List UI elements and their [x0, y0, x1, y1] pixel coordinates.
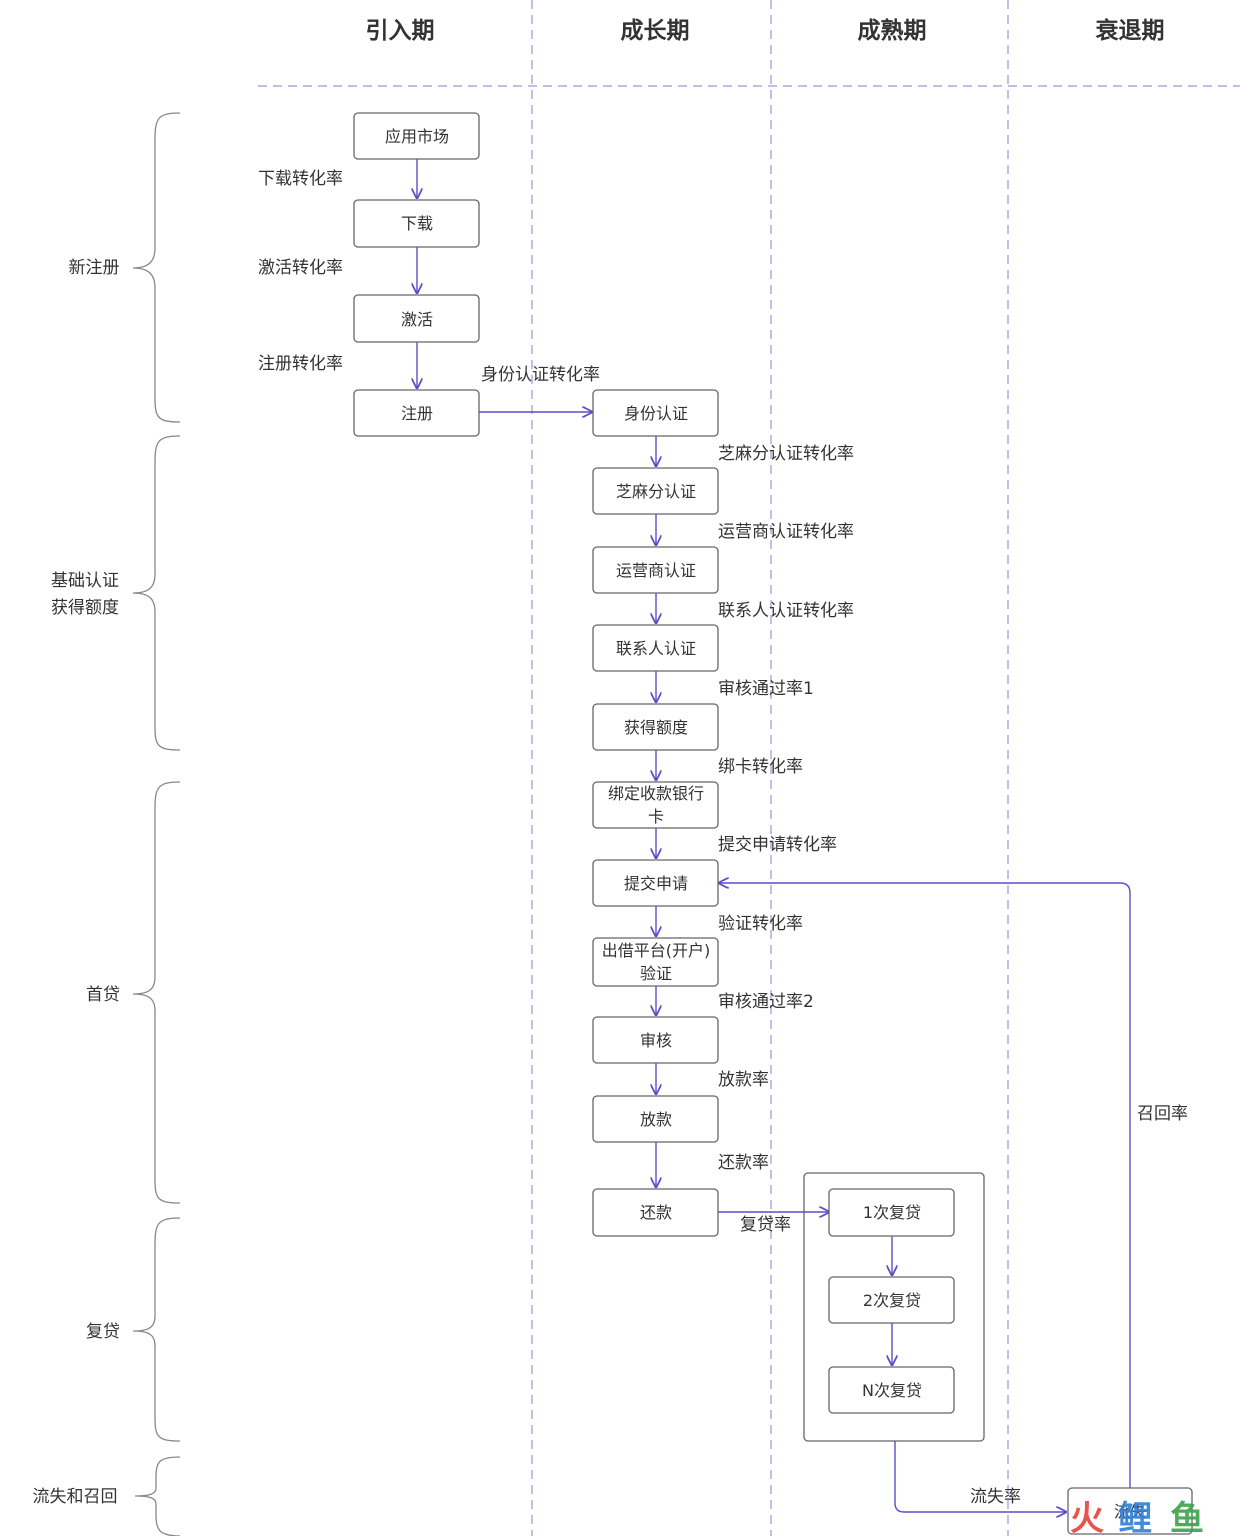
node-app-market [353, 112, 480, 160]
node-download-label: 下载 [401, 214, 433, 233]
node-download [353, 199, 480, 248]
node-sesame-label: 芝麻分认证 [616, 482, 696, 501]
label-download-rate: 下载转化率 [258, 169, 343, 189]
node-quota-label: 获得额度 [624, 718, 688, 737]
label-reloan-rate: 复贷率 [740, 1215, 791, 1235]
brace-churn-recall [134, 1456, 181, 1536]
label-verify-rate: 验证转化率 [718, 914, 803, 934]
node-review-label: 审核 [640, 1031, 672, 1050]
stage-repeat-loan: 复贷 [86, 1322, 120, 1342]
node-carrier-label: 运营商认证 [616, 561, 696, 580]
node-repay-label: 还款 [640, 1203, 672, 1222]
label-recall-rate: 召回率 [1137, 1104, 1188, 1124]
brace-basic-auth [132, 435, 181, 751]
node-register [353, 389, 480, 437]
label-carrier-rate: 运营商认证转化率 [718, 522, 854, 542]
logo-char-2: 鲤 [1118, 1499, 1152, 1536]
node-churn-label: 流失 [1114, 1502, 1146, 1521]
label-register-rate: 注册转化率 [258, 354, 343, 374]
stage-first-loan: 首贷 [86, 985, 120, 1005]
node-reloan-2-label: 2次复贷 [863, 1291, 921, 1310]
node-bind-card-label-1: 绑定收款银行 [608, 784, 704, 803]
watermark-logo: 火 鲤 鱼 [1070, 1499, 1204, 1536]
node-carrier [592, 546, 719, 594]
node-register-label: 注册 [401, 404, 433, 423]
node-contact [592, 624, 719, 672]
stage-basic-auth-line2: 获得额度 [51, 598, 119, 618]
label-repay-rate: 还款率 [718, 1153, 769, 1173]
node-reloan-n-label: N次复贷 [862, 1381, 922, 1400]
node-bind-card-label-2: 卡 [648, 807, 664, 826]
label-churn-rate: 流失率 [970, 1487, 1021, 1507]
node-identity-label: 身份认证 [624, 404, 688, 423]
node-disburse-label: 放款 [640, 1110, 672, 1129]
logo-char-3: 鱼 [1170, 1499, 1204, 1536]
label-identity-rate: 身份认证转化率 [481, 365, 600, 385]
node-submit-label: 提交申请 [624, 874, 688, 893]
node-churn [1067, 1487, 1193, 1535]
node-reloan-n [828, 1366, 955, 1414]
phase-mature: 成熟期 [858, 17, 927, 44]
node-disburse [592, 1095, 719, 1143]
brace-new-register [132, 112, 181, 423]
stage-basic-auth-line1: 基础认证 [51, 571, 119, 591]
node-submit [592, 859, 719, 907]
stage-new-register: 新注册 [69, 258, 120, 278]
node-lender-verify-label-2: 验证 [640, 964, 672, 983]
label-activate-rate: 激活转化率 [258, 258, 343, 278]
brace-first-loan [132, 781, 181, 1204]
node-reloan-2 [828, 1276, 955, 1324]
label-sesame-rate: 芝麻分认证转化率 [718, 444, 854, 464]
label-submit-rate: 提交申请转化率 [718, 835, 837, 855]
arrow-recall-submit [719, 883, 1131, 1488]
brace-repeat-loan [132, 1217, 181, 1442]
phase-intro: 引入期 [366, 18, 435, 44]
node-reloan-1-label: 1次复贷 [863, 1203, 921, 1222]
node-quota [592, 703, 719, 751]
label-contact-rate: 联系人认证转化率 [718, 601, 854, 621]
node-repay [592, 1188, 719, 1237]
node-activate-label: 激活 [401, 310, 433, 329]
node-activate [353, 294, 480, 343]
node-reloan-1 [828, 1188, 955, 1237]
node-app-market-label: 应用市场 [385, 127, 449, 146]
node-contact-label: 联系人认证 [616, 639, 696, 658]
label-review-rate-2: 审核通过率2 [718, 992, 814, 1012]
node-sesame [592, 467, 719, 515]
node-identity [592, 389, 719, 437]
node-lender-verify [592, 937, 719, 987]
reloan-group [803, 1172, 985, 1442]
node-bind-card [592, 781, 719, 829]
arrow-group-churn [894, 1441, 1066, 1512]
phase-decline: 衰退期 [1095, 17, 1165, 44]
stage-churn-recall: 流失和召回 [33, 1487, 118, 1507]
label-review-rate-1: 审核通过率1 [718, 679, 814, 699]
label-disburse-rate: 放款率 [718, 1070, 769, 1090]
label-bind-rate: 绑卡转化率 [718, 757, 803, 777]
node-review [592, 1016, 719, 1064]
node-lender-verify-label-1: 出借平台(开户) [602, 941, 711, 960]
phase-growth: 成长期 [621, 18, 690, 44]
logo-char-1: 火 [1070, 1499, 1104, 1536]
